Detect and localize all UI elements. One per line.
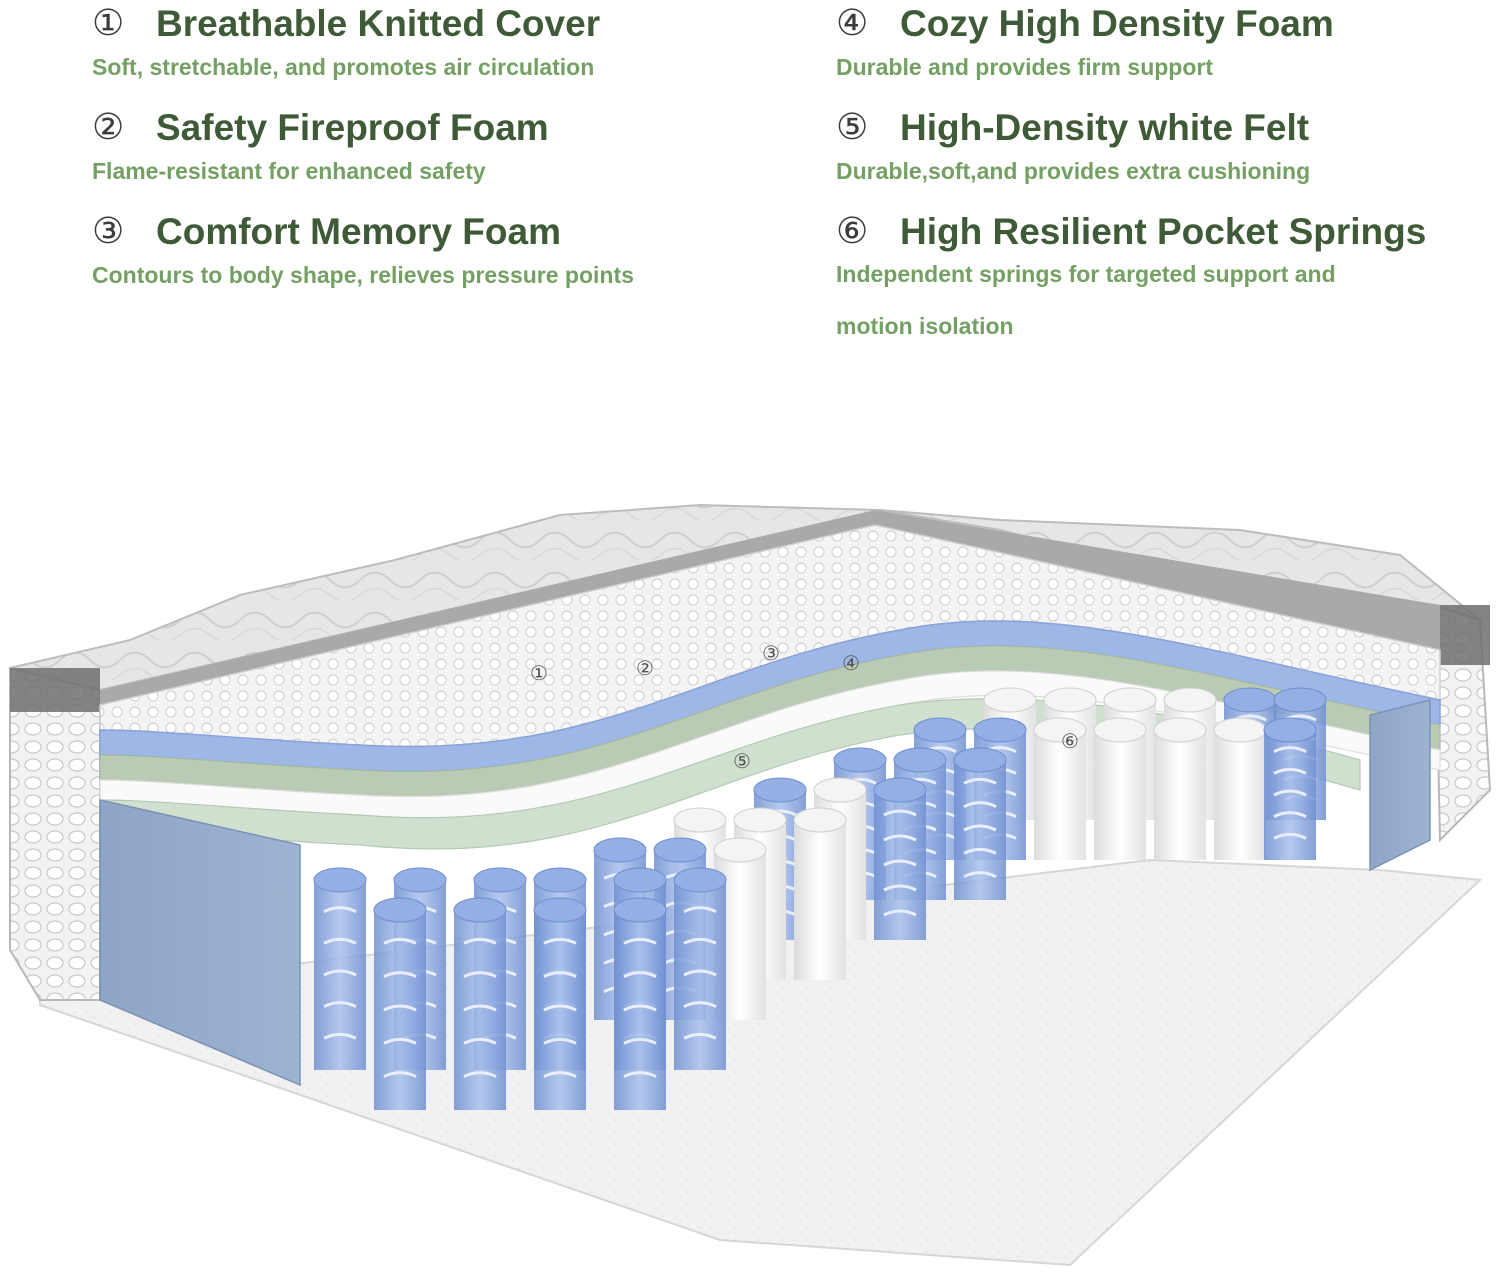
left-border-strip	[10, 668, 100, 712]
feature-number: ③	[92, 211, 125, 252]
feature-title: Comfort Memory Foam	[156, 211, 561, 252]
pocket-spring	[793, 807, 847, 980]
right-side-panel	[1369, 699, 1431, 872]
feature-title: High Resilient Pocket Springs	[900, 211, 1427, 252]
feature-number: ⑤	[836, 107, 869, 148]
pocket-spring	[373, 897, 427, 1110]
pocket-spring	[873, 777, 927, 940]
feature-description: Durable,soft,and provides extra cushioni…	[836, 158, 1311, 184]
pocket-spring	[453, 897, 507, 1110]
pocket-spring	[1033, 717, 1087, 860]
feature-description: Flame-resistant for enhanced safety	[92, 158, 486, 184]
pocket-spring	[1213, 717, 1267, 860]
front-side-panel	[99, 799, 301, 1087]
feature-title: High-Density white Felt	[900, 107, 1310, 148]
pocket-spring	[953, 747, 1007, 900]
feature-description: Durable and provides firm support	[836, 54, 1213, 80]
pocket-spring	[313, 867, 367, 1070]
pocket-springs	[313, 687, 1327, 1110]
pocket-spring	[533, 897, 587, 1110]
feature-number: ①	[92, 3, 125, 44]
feature-title: Cozy High Density Foam	[900, 3, 1334, 44]
pocket-spring	[613, 897, 667, 1110]
cut-frame-edge	[100, 510, 1440, 705]
pocket-spring	[1263, 717, 1317, 860]
marker-2: ②	[636, 656, 654, 680]
marker-5: ⑤	[733, 749, 751, 773]
feature-title: Safety Fireproof Foam	[156, 107, 549, 148]
feature-number: ②	[92, 107, 125, 148]
pocket-spring	[1093, 717, 1147, 860]
pocket-spring	[673, 867, 727, 1070]
feature-title: Breathable Knitted Cover	[156, 3, 601, 44]
feature-description: Soft, stretchable, and promotes air circ…	[92, 54, 595, 80]
left-side-wall	[9, 666, 101, 1001]
feature-description: Independent springs for targeted support…	[836, 261, 1336, 339]
right-border-strip	[1435, 605, 1490, 665]
layer-markers: ① ② ③ ④ ⑤ ⑥	[530, 641, 1079, 773]
layer-white-felt	[99, 698, 1361, 850]
marker-6: ⑥	[1061, 729, 1079, 753]
marker-4: ④	[842, 651, 860, 675]
pocket-spring	[1153, 717, 1207, 860]
marker-1: ①	[530, 661, 548, 685]
feature-number: ⑥	[836, 211, 869, 252]
feature-description: Contours to body shape, relieves pressur…	[92, 262, 634, 288]
marker-3: ③	[762, 641, 780, 665]
feature-number: ④	[836, 3, 869, 44]
